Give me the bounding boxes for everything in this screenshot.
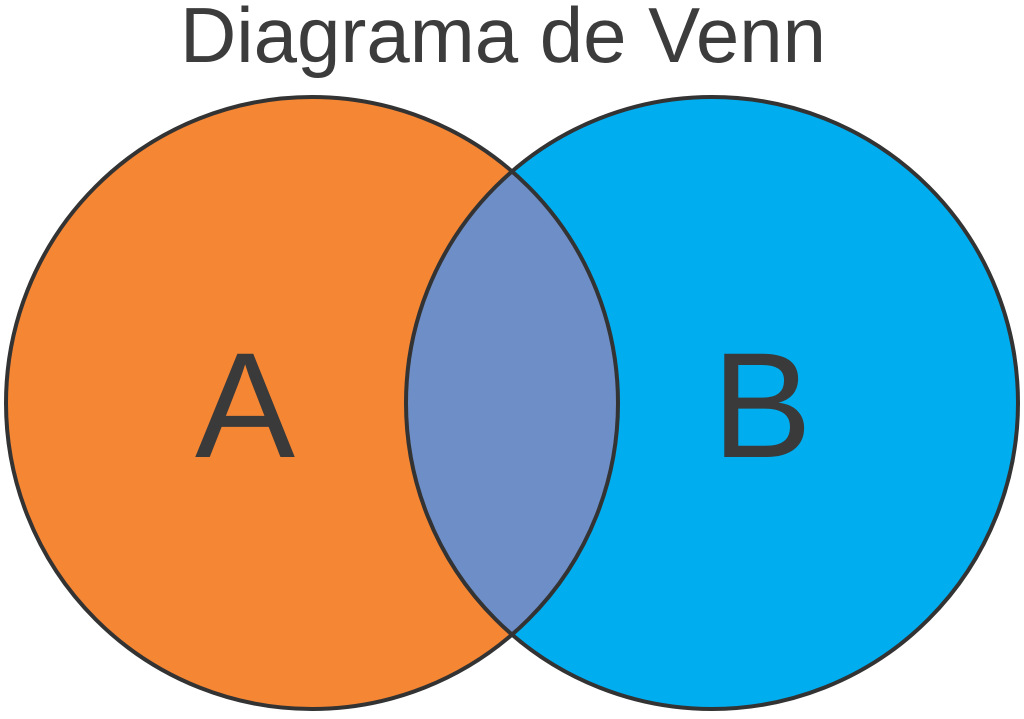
diagram-title: Diagrama de Venn	[180, 0, 826, 79]
intersection-region	[406, 97, 618, 709]
set-b-label: B	[712, 321, 812, 489]
set-a-label: A	[195, 321, 295, 489]
set-a-outline	[4, 95, 620, 711]
set-b-outline	[404, 95, 1020, 711]
